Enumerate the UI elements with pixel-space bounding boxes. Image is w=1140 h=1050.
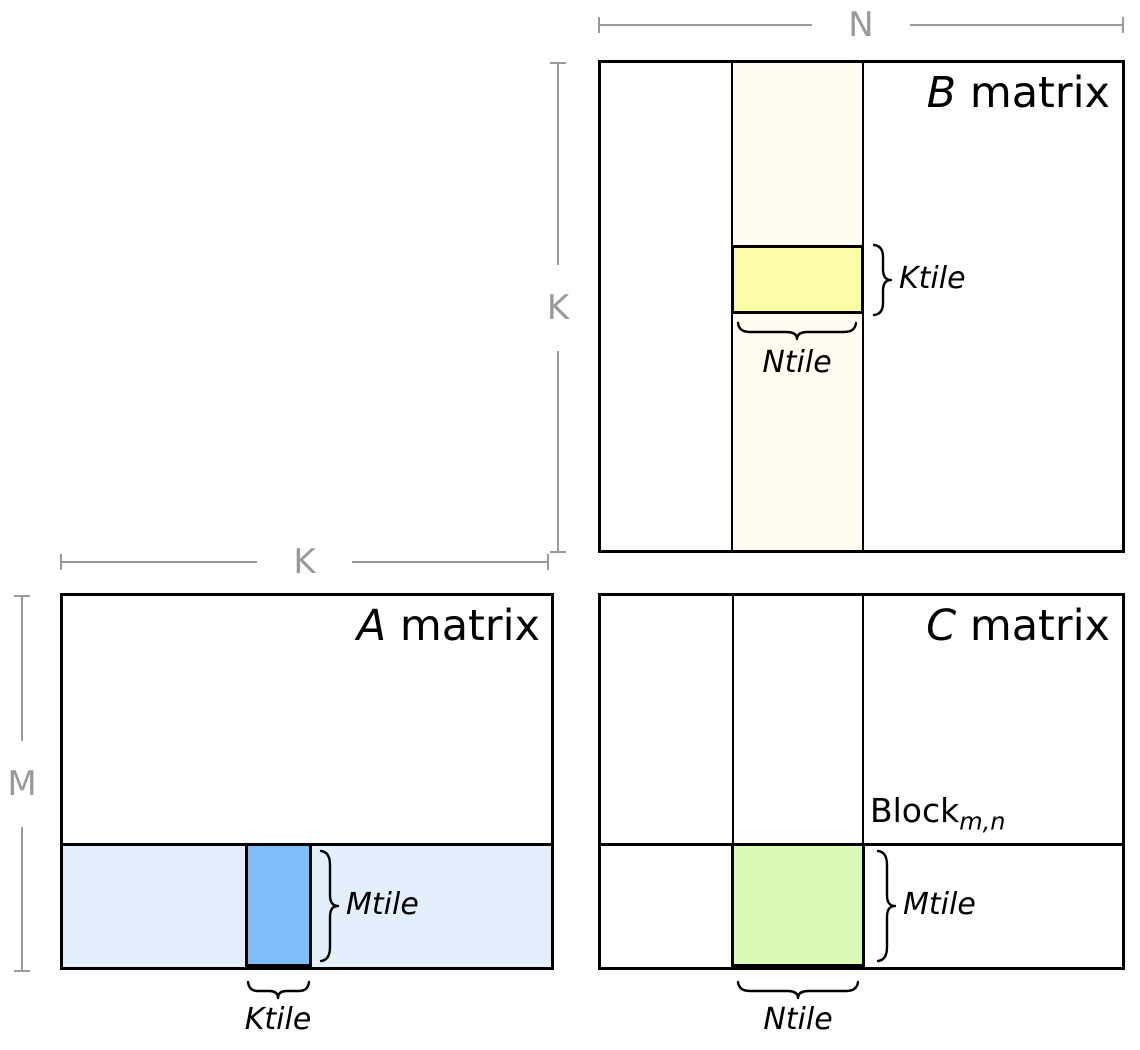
dim-line-n: N [598, 8, 1124, 42]
b-matrix-title-word: matrix [956, 68, 1110, 118]
c-block-subscript: m,n [959, 807, 1006, 836]
c-matrix-column-divider-right [862, 596, 864, 967]
c-matrix-column-divider-left [732, 596, 734, 967]
mtile-right-brace-c [873, 849, 899, 963]
dim-segment [62, 561, 258, 563]
ktile-right-brace [869, 243, 893, 317]
dim-label-k-b: K [546, 287, 570, 328]
b-matrix-title-letter: B [926, 68, 957, 118]
dim-line-m: M [7, 595, 37, 972]
c-matrix-title: C matrix [840, 605, 1110, 648]
c-mtile-label: Mtile [903, 887, 976, 922]
a-matrix-title-word: matrix [386, 601, 540, 651]
dim-segment [909, 24, 1122, 26]
c-matrix-title-letter: C [926, 601, 957, 651]
dim-label-k-a: K [293, 542, 316, 582]
c-matrix-block-tile [731, 843, 865, 967]
dim-segment [557, 64, 559, 265]
dim-label-n: N [848, 5, 874, 45]
ntile-under-brace-c [736, 979, 860, 1001]
c-block-word: Block [870, 791, 960, 830]
dim-cap [550, 551, 566, 553]
a-matrix-title-letter: A [356, 601, 387, 651]
dim-cap [14, 595, 30, 597]
b-ktile-label: Ktile [899, 261, 966, 296]
a-ktile-label: Ktile [244, 1002, 312, 1037]
c-block-label: Blockm,n [870, 794, 1005, 834]
c-matrix-title-word: matrix [956, 601, 1110, 651]
dim-cap [550, 62, 566, 64]
dim-segment [600, 24, 813, 26]
a-mtile-label: Mtile [346, 887, 419, 922]
a-matrix-title: A matrix [290, 605, 540, 648]
dim-segment [557, 350, 559, 551]
b-matrix-ktile-ntile-tile [731, 245, 864, 314]
dim-line-k-b: K [546, 62, 570, 553]
dim-line-k-a: K [60, 545, 550, 579]
dim-cap [1122, 17, 1124, 33]
dim-cap [547, 554, 550, 570]
c-ntile-label: Ntile [763, 1002, 833, 1037]
dim-cap [14, 970, 30, 972]
b-ntile-label: Ntile [762, 345, 832, 380]
dim-segment [21, 597, 23, 741]
ktile-under-brace-a [246, 979, 311, 1001]
dim-cap [60, 554, 62, 570]
dim-cap [598, 17, 600, 33]
dim-label-m: M [7, 763, 37, 804]
b-matrix-title: B matrix [840, 72, 1110, 115]
mtile-right-brace-a [316, 849, 342, 963]
a-matrix-mtile-ktile-tile [245, 843, 312, 967]
dim-segment [351, 561, 548, 563]
dim-segment [21, 826, 23, 970]
ntile-under-brace [736, 320, 858, 342]
